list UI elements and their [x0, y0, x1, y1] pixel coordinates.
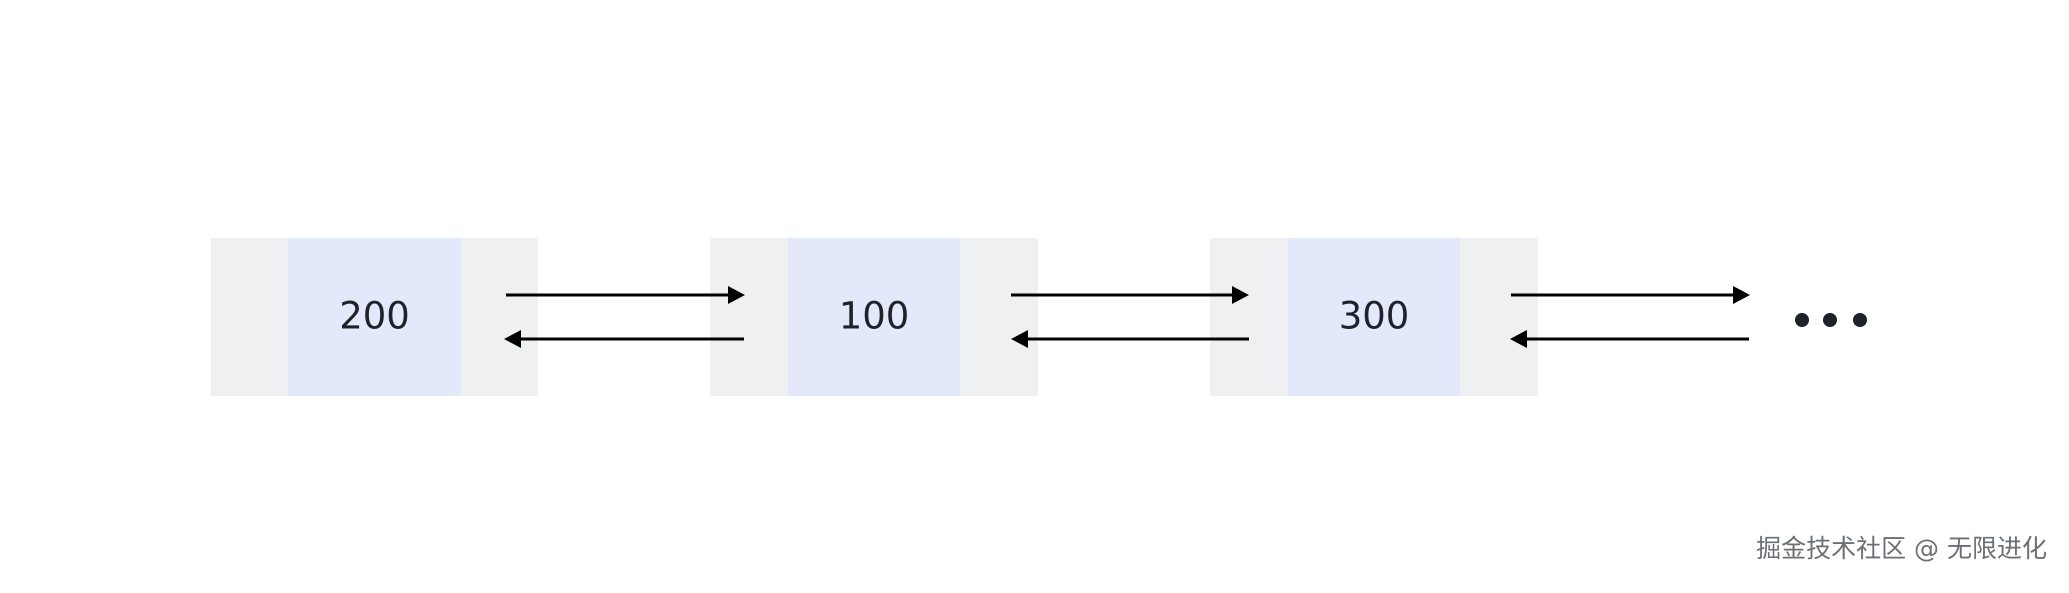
list-node: 100 [710, 238, 1038, 396]
node-value: 100 [839, 295, 910, 338]
node-prev-cell [1210, 238, 1288, 396]
node-value: 200 [339, 295, 410, 338]
node-prev-cell [211, 238, 288, 396]
list-node: 200 [211, 238, 538, 396]
node-value: 300 [1339, 295, 1410, 338]
prev-pointer-arrow [504, 330, 744, 348]
node-value-cell [1288, 238, 1460, 396]
node-next-cell [1460, 238, 1538, 396]
next-pointer-arrow [1511, 286, 1750, 304]
node-value-cell [788, 238, 960, 396]
node-next-cell [960, 238, 1038, 396]
node-prev-cell [710, 238, 788, 396]
watermark: 掘金技术社区 @ 无限进化 [1756, 534, 2047, 563]
next-pointer-arrow [506, 286, 745, 304]
prev-pointer-arrow [1011, 330, 1249, 348]
list-node: 300 [1210, 238, 1538, 396]
node-next-cell [461, 238, 538, 396]
ellipsis-icon [1795, 313, 1867, 327]
node-value-cell [288, 238, 461, 396]
next-pointer-arrow [1011, 286, 1249, 304]
prev-pointer-arrow [1510, 330, 1749, 348]
